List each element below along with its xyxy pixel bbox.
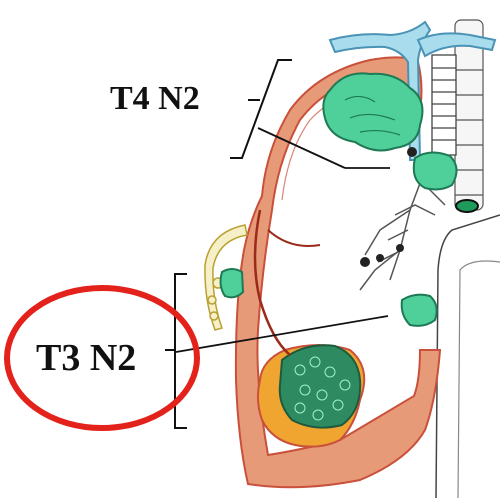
- stage-label-bottom: T3 N2: [36, 336, 136, 380]
- mediastinum-outline: [436, 215, 500, 498]
- esophagus: [456, 200, 478, 212]
- upper-tumor: [323, 73, 422, 150]
- heart-outline: [458, 261, 500, 498]
- trachea: [432, 55, 456, 155]
- lower-tumor: [280, 345, 360, 427]
- subcarinal-node: [414, 152, 457, 189]
- hilar-node: [402, 295, 437, 326]
- chest-wall-node: [221, 269, 243, 297]
- vessel-branch: [268, 230, 320, 246]
- stage-label-top: T4 N2: [110, 80, 200, 118]
